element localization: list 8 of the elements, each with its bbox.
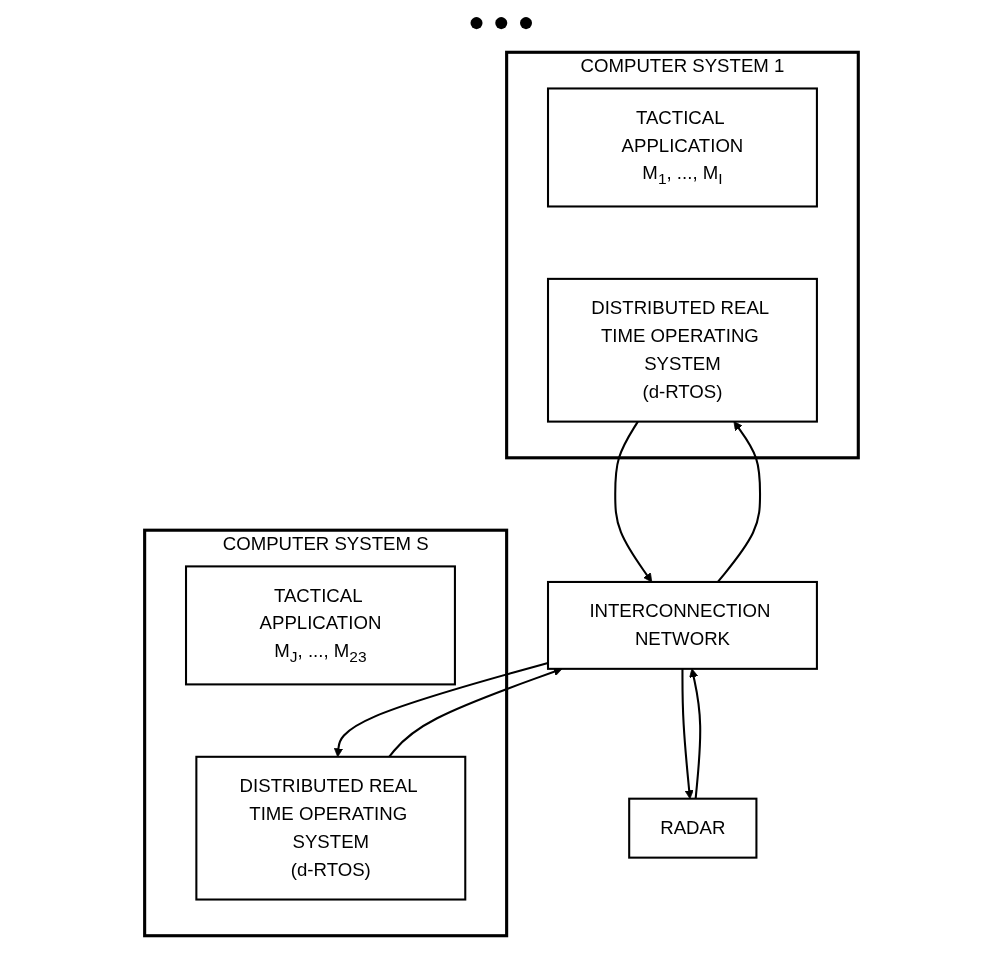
node-box: RADAR — [628, 797, 758, 859]
node-box: DISTRIBUTED REAL TIME OPERATING SYSTEM (d-RTOS) — [547, 277, 818, 423]
node-box: DISTRIBUTED REAL TIME OPERATING SYSTEM (d-RTOS) — [195, 755, 467, 901]
arrow — [689, 668, 702, 799]
node-box: INTERCONNECTION NETWORK — [547, 580, 818, 670]
node-box: TACTICAL APPLICATION M$_{J}$, ..., M$_{23}$ — [185, 565, 456, 686]
node-box: TACTICAL APPLICATION M$_{1}$, ..., M$_{I}$ — [547, 87, 818, 208]
ellipsis-dots: ● ● ● — [468, 6, 535, 37]
